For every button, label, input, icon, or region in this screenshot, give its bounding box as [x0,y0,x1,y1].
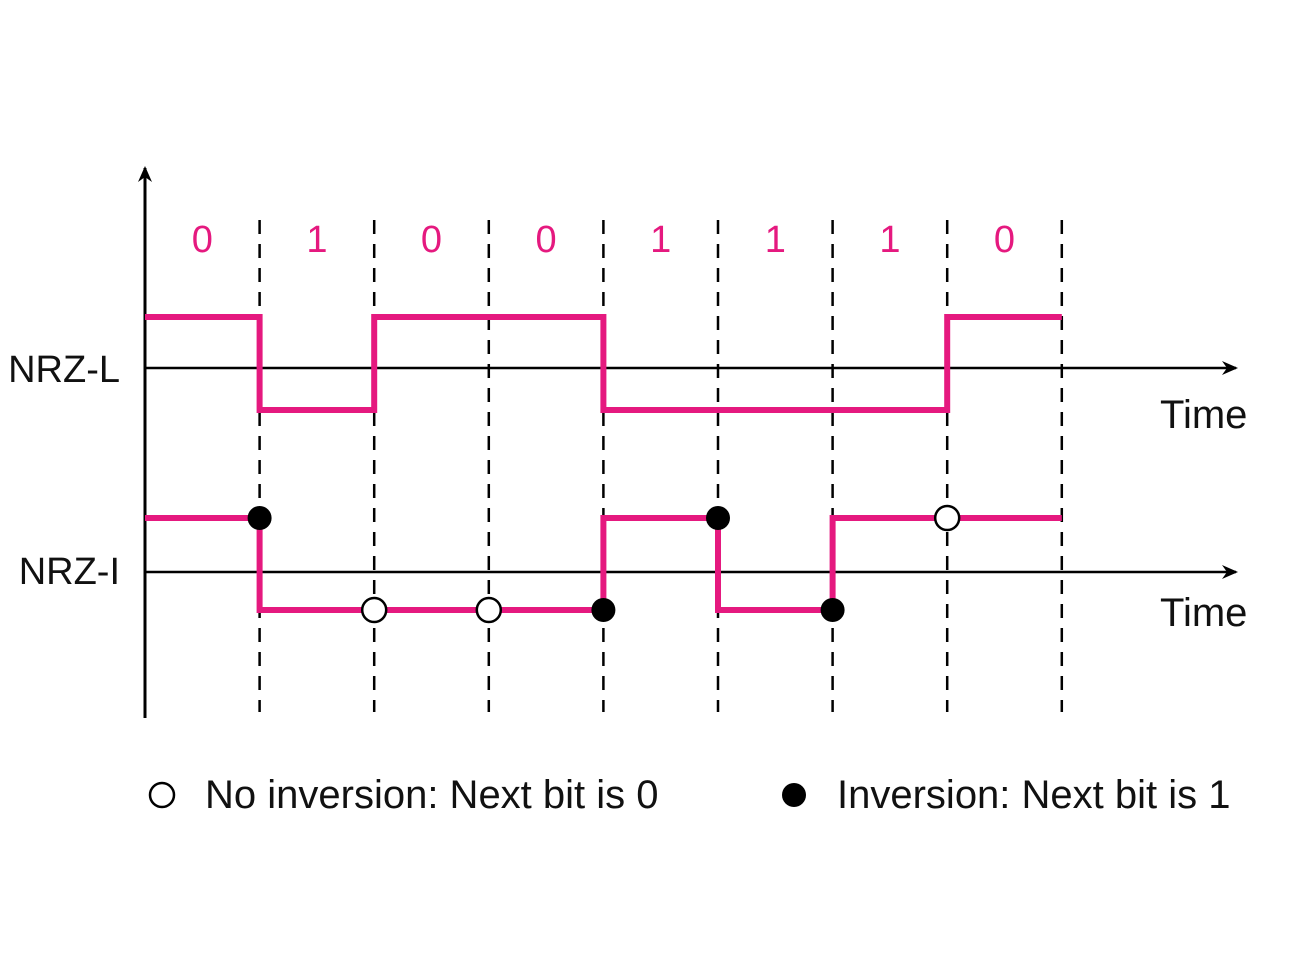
bit-label: 0 [421,219,442,261]
no-inversion-marker [933,504,961,532]
bit-label: 1 [650,219,671,261]
no-inversion-marker [475,596,503,624]
nrz-l-waveform [145,314,1062,413]
bit-label: 0 [536,219,557,261]
inversion-marker [820,598,845,622]
bit-labels: 0 1 0 0 1 1 1 0 [192,219,1015,261]
nrz-l-time-label: Time [1160,393,1247,437]
bit-label: 1 [306,219,327,261]
bit-label: 0 [192,219,213,261]
bit-label: 1 [765,219,786,261]
bit-boundaries [258,220,1064,712]
nrz-i-waveform [145,515,1062,613]
nrz-i-label: NRZ-I [19,551,120,593]
legend-open-circle-icon [148,781,176,809]
inversion-marker [591,598,616,622]
no-inversion-marker [360,596,388,624]
nrz-l-label: NRZ-L [8,349,120,391]
transition-markers [247,504,961,624]
legend-no-inversion-text: No inversion: Next bit is 0 [205,773,659,817]
legend-filled-circle-icon [782,783,806,807]
bit-label: 0 [994,219,1015,261]
legend: No inversion: Next bit is 0 Inversion: N… [148,773,1231,817]
nrz-i-time-label: Time [1160,591,1247,635]
inversion-marker [706,506,730,530]
bit-label: 1 [879,219,900,261]
legend-inversion-text: Inversion: Next bit is 1 [837,773,1231,817]
inversion-marker [247,506,272,530]
